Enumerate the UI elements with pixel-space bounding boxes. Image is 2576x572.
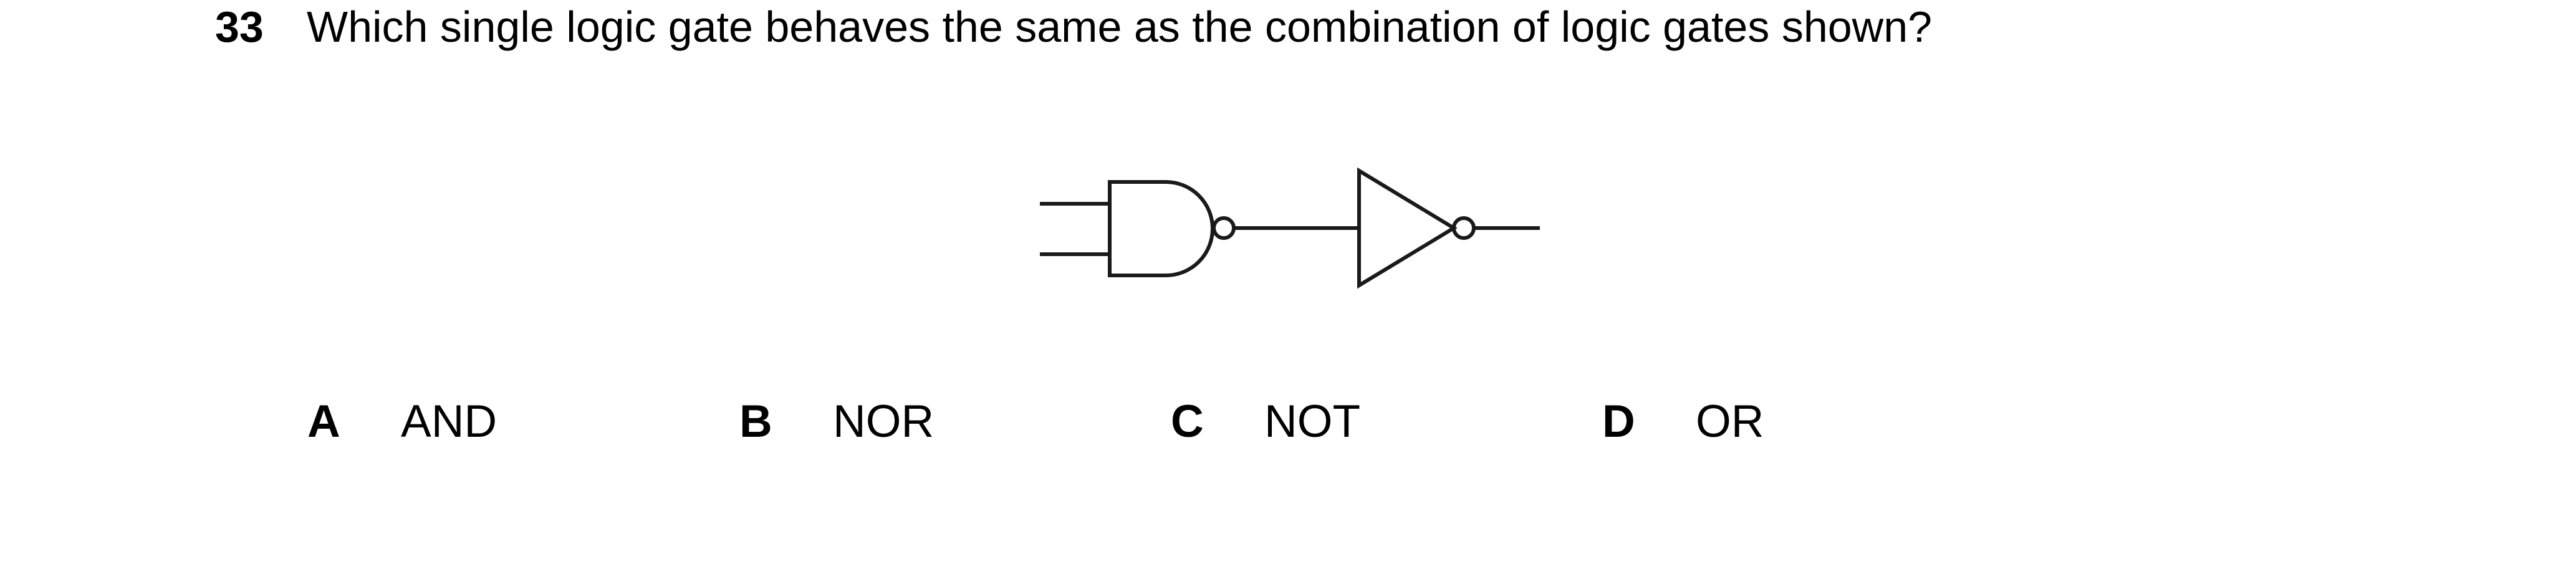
nand-gate-inversion-bubble (1212, 216, 1236, 240)
option-letter: C (1171, 396, 1204, 447)
question-number: 33 (215, 2, 264, 51)
option-answer: NOR (833, 396, 935, 447)
question-text: Which single logic gate behaves the same… (307, 2, 1933, 51)
logic-circuit-diagram (1040, 167, 1540, 289)
option-answer: AND (401, 396, 497, 447)
not-gate-body (1357, 167, 1458, 289)
option-answer: OR (1696, 396, 1764, 447)
option-answer: NOT (1264, 396, 1361, 447)
option-letter: A (307, 396, 340, 447)
nand-gate-body (1108, 180, 1214, 277)
option-letter: D (1602, 396, 1635, 447)
option-letter: B (739, 396, 772, 447)
